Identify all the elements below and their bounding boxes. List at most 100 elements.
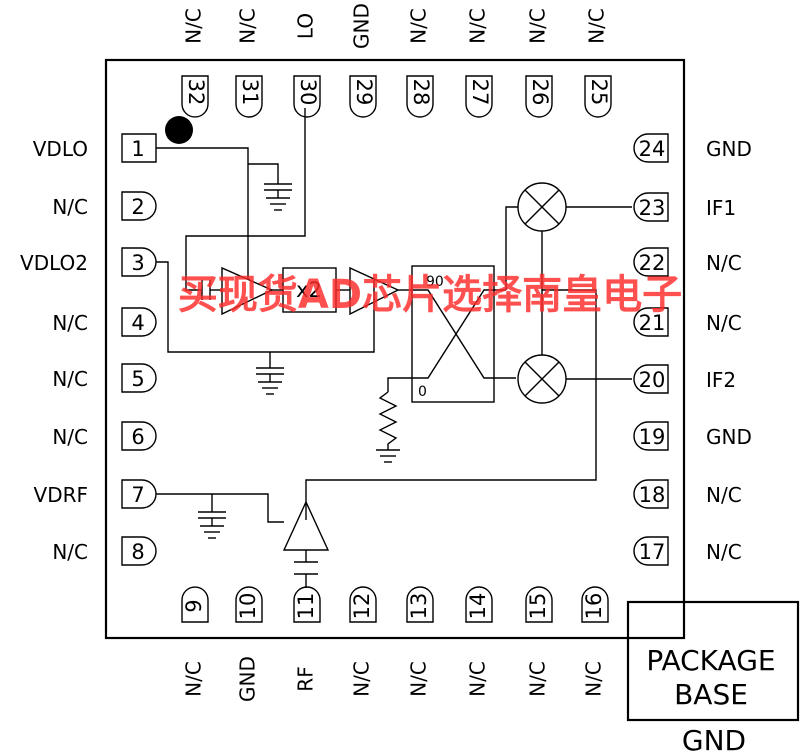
pin-number: 1 [131,137,144,161]
rf-feed-wire [305,289,597,520]
hybrid-0-label: 0 [418,384,427,400]
pin-number: 9 [182,599,206,612]
package-base-gnd: GND [682,724,746,755]
pin-pad [633,192,669,222]
right-pin-17: 17 N/C [633,536,742,566]
bottom-pin-16: 16N/C [581,586,609,697]
pin-pad [181,75,209,118]
internal-circuit [156,108,632,588]
pin-label: N/C [706,311,742,335]
pin-pad [293,586,321,623]
pin-number: 23 [639,196,666,220]
pin-number: 20 [639,368,666,392]
ground-symbols [198,183,400,575]
pin-label: N/C [182,661,206,697]
watermark-text: 买现货AD芯片选择南皇电子 [178,272,682,318]
bottom-pin-9: 9N/C [181,586,209,697]
pin-pad [121,363,157,393]
pin-pad [584,75,612,118]
pin-number: 11 [294,593,318,620]
termination-resistor [378,391,398,450]
package-base-box [626,600,800,722]
lo-input-wire [185,108,306,291]
pin-label: N/C [466,8,490,44]
pin-pad [121,421,157,451]
package-base-line1: PACKAGE [646,644,775,677]
pin-label: N/C [585,8,609,44]
pin-pad [293,75,321,118]
pin-pad [633,307,669,337]
pin-label: GND [706,137,752,161]
vdlo-bias-wire [156,147,249,280]
pin-pad [121,479,157,509]
bottom-pin-12: 12N/C [349,586,377,697]
pin-number: 25 [587,79,611,106]
pin-label: N/C [407,661,431,697]
pin-label: N/C [236,8,260,44]
pin-label: N/C [407,8,431,44]
pin-number: 29 [352,79,376,106]
pin-label: LO [294,13,318,39]
pin-number: 7 [131,483,144,507]
pin-label: RF [294,666,318,691]
pin-number: 18 [639,483,666,507]
multiplier-label: x2 [296,278,322,302]
pin-pad [525,75,553,118]
pin-label: N/C [526,661,550,697]
pin-label: N/C [706,540,742,564]
pin-pad [633,536,669,566]
top-pin-32: 32N/C [181,8,209,118]
mixer-if2 [517,354,567,404]
pin-number: 2 [131,195,144,219]
top-pin-26: 26 N/C [525,8,553,118]
top-pin-28: 28N/C [406,8,434,118]
pin-number: 10 [236,593,260,620]
package-base-line2: BASE [674,678,748,711]
pin-number: 19 [639,425,666,449]
pin-number: 16 [582,593,606,620]
hybrid-90-label: 90 [426,274,444,290]
pin-pad [633,133,669,163]
left-pin-2: 2N/C [52,191,157,221]
pin-label: N/C [52,540,88,564]
left-pin-6: 6N/C [52,421,157,451]
pin-pad [633,364,669,394]
pin-pad [406,586,434,623]
pin-pad [525,586,553,623]
pin-pad [121,536,157,566]
pin-pad [235,75,263,118]
mixer-if1 [517,182,567,232]
pin-pad [121,307,157,337]
pin-label: N/C [582,661,606,697]
pin-label: N/C [466,661,490,697]
pin-pad [633,247,669,277]
pin-label: IF2 [706,368,736,392]
pin-number: 3 [131,251,144,275]
pin-label: N/C [182,8,206,44]
left-pin-5: 5N/C [52,363,157,393]
pin-label: N/C [52,311,88,335]
pin-label: GND [236,656,260,702]
pin1-indicator-dot [165,116,193,144]
right-pin-20: 20 IF2 [633,364,736,394]
multiplier-block [282,267,337,313]
pin-number: 26 [528,79,552,106]
package-outline [104,58,686,640]
pin-label: VDLO2 [20,251,88,275]
pin-pad [465,75,493,118]
pin-pad [349,586,377,623]
vdlo-decap-wire [248,163,279,184]
pin-number: 21 [639,311,666,335]
pin-number: 17 [639,540,666,564]
pin-number: 8 [131,540,144,564]
pin-label: N/C [52,425,88,449]
pin-label: N/C [526,8,550,44]
